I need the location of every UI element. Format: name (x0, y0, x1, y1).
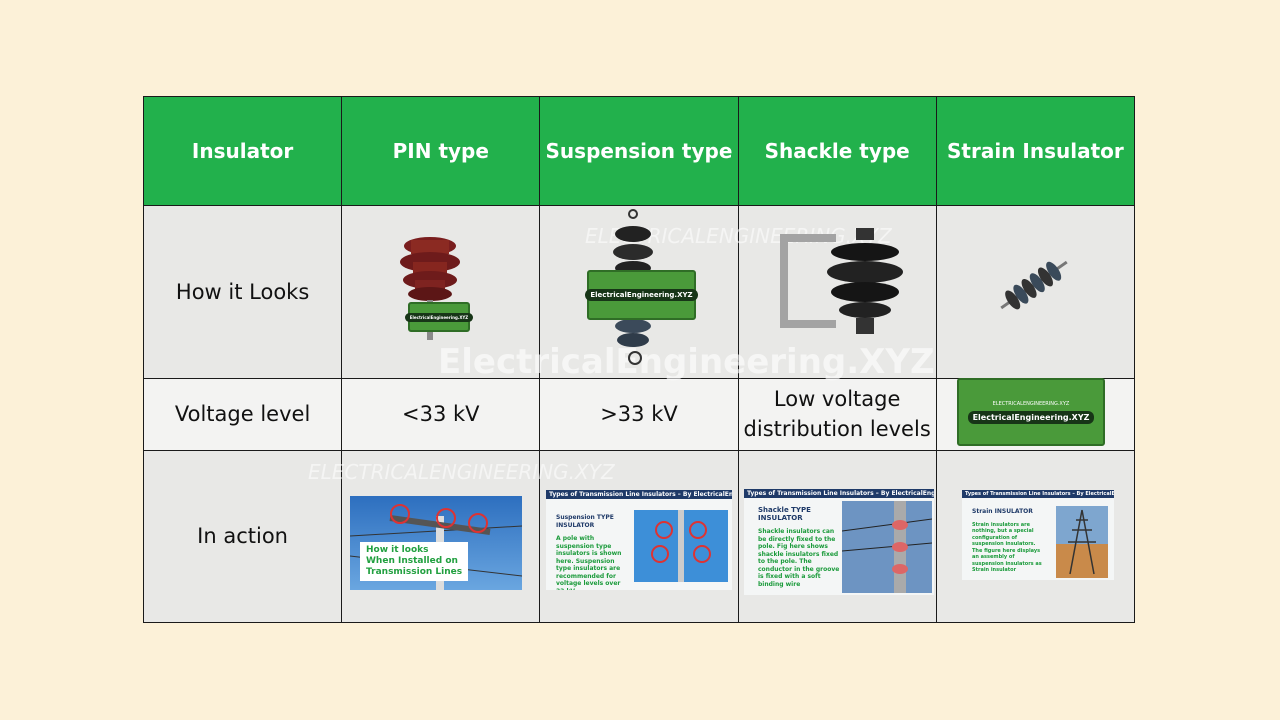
strain-insulator-icon (1000, 260, 1068, 310)
pin-insulator-image-cell (341, 205, 541, 379)
strain-thumb-title: Strain INSULATOR (972, 508, 1033, 515)
tower-icon (1056, 506, 1108, 578)
label-in-action: In action (142, 449, 343, 624)
suspension-thumb-bar: Types of Transmission Line Insulators – … (546, 490, 732, 499)
shackle-voltage: Low voltage distribution levels (737, 377, 937, 451)
header-insulator: Insulator (142, 95, 343, 207)
strain-badge: ELECTRICALENGINEERING.XYZ ElectricalEngi… (957, 378, 1105, 446)
suspension-action-thumbnail: Types of Transmission Line Insulators – … (546, 490, 732, 590)
shackle-thumb-text: Shackle TYPE INSULATOR Shackle insulator… (758, 506, 840, 588)
shackle-thumb-bar: Types of Transmission Line Insulators – … (744, 489, 934, 498)
suspension-thumb-text: Suspension TYPE INSULATOR A pole with su… (556, 514, 630, 590)
pin-action-caption: How it looks When Installed on Transmiss… (360, 542, 469, 581)
pin-voltage: <33 kV (341, 377, 541, 451)
pin-action-thumbnail: How it looks When Installed on Transmiss… (350, 496, 522, 590)
shackle-voltage-line2: distribution levels (743, 417, 931, 442)
suspension-badge: ElectricalEngineering.XYZ (585, 270, 698, 320)
header-suspension-type: Suspension type (539, 95, 739, 207)
header-shackle-type: Shackle type (737, 95, 937, 207)
header-pin-type: PIN type (341, 95, 541, 207)
pin-badge: ElectricalEngineering.XYZ (404, 302, 474, 332)
suspension-thumb-note: A pole with suspension type insulators i… (556, 535, 622, 590)
strain-action-thumbnail: Types of Transmission Line Insulators – … (962, 490, 1114, 580)
label-how-it-looks: How it Looks (142, 205, 343, 379)
shackle-thumb-title: Shackle TYPE INSULATOR (758, 506, 811, 522)
suspension-insulator-image-cell (539, 205, 739, 379)
strain-thumb-note: Strain insulators are nothing, but a spe… (972, 521, 1042, 574)
shackle-action-thumbnail: Types of Transmission Line Insulators – … (744, 489, 934, 595)
shackle-thumb-note: Shackle insulators can be directly fixed… (758, 528, 840, 588)
strain-thumb-bar: Types of Transmission Line Insulators – … (962, 490, 1114, 498)
shackle-insulator-icon (780, 228, 903, 334)
shackle-pole-icon (842, 501, 932, 593)
row-how-it-looks: How it Looks (142, 205, 1136, 379)
pin-caption-line3: Transmission Lines (366, 567, 463, 577)
suspension-thumb-title: Suspension TYPE INSULATOR (556, 514, 614, 529)
pin-caption-line2: When Installed on (366, 556, 458, 566)
shackle-voltage-line1: Low voltage (773, 387, 901, 412)
strain-thumb-text: Strain INSULATOR Strain insulators are n… (972, 508, 1044, 574)
label-voltage-level: Voltage level (142, 377, 343, 451)
pin-caption-line1: How it looks (366, 545, 429, 555)
suspension-insulator-icon (613, 209, 653, 365)
strain-badge-small: ELECTRICALENGINEERING.XYZ (992, 400, 1070, 407)
header-row: Insulator PIN type Suspension type Shack… (142, 95, 1136, 207)
suspension-pole-icon (634, 510, 728, 582)
suspension-voltage: >33 kV (539, 377, 739, 451)
header-strain-insulator: Strain Insulator (935, 95, 1136, 207)
shackle-insulator-image-cell (737, 205, 937, 379)
